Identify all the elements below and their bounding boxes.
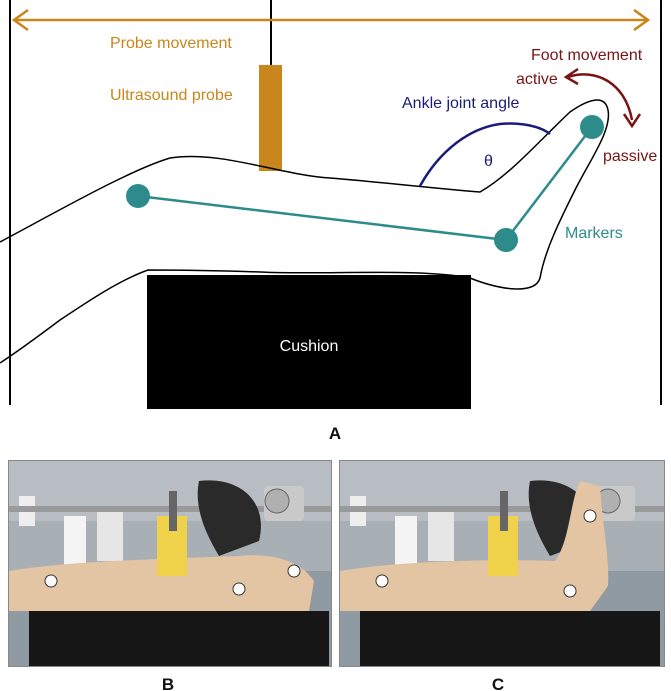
ultrasound-probe [259, 65, 282, 171]
ankle-angle-arc [418, 122, 551, 187]
marker-segment-shank [137, 194, 507, 242]
marker-knee [126, 184, 150, 208]
photo-b-drawing [9, 461, 331, 666]
photo-c-drawing [340, 461, 664, 666]
marker-segment-foot [505, 126, 593, 241]
cushion-label: Cushion [280, 338, 339, 355]
probe-movement-arrow [11, 8, 651, 32]
passive-label: passive [603, 148, 657, 165]
active-label: active [516, 71, 558, 88]
leg-outline [0, 99, 610, 364]
panel-letter-b: B [162, 675, 174, 691]
probe-movement-label: Probe movement [110, 35, 232, 52]
foot-movement-label: Foot movement [531, 47, 643, 64]
markers-label: Markers [565, 225, 623, 242]
ultrasound-probe-label: Ultrasound probe [110, 87, 233, 104]
photo-panel-c [339, 460, 665, 667]
marker-foot [580, 115, 604, 139]
panel-letter-c: C [492, 675, 504, 691]
marker-ankle [494, 228, 518, 252]
foot-movement-arrow [563, 67, 642, 129]
cushion [147, 275, 471, 409]
panel-letter-a: A [329, 424, 341, 443]
photo-panel-b [8, 460, 332, 667]
ankle-joint-angle-label: Ankle joint angle [402, 95, 520, 112]
theta-label: θ [484, 153, 493, 170]
